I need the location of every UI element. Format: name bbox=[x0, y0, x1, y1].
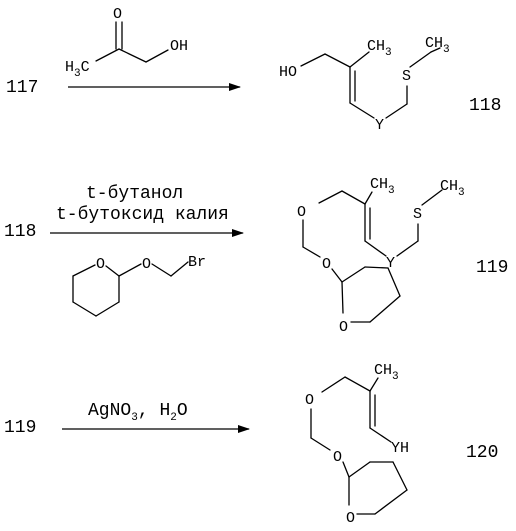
atom-hydroxyl: OH bbox=[170, 38, 188, 55]
compound-label-120: 120 bbox=[466, 443, 498, 463]
reagent-thp-bromomethyl-ether: O O Br bbox=[72, 254, 206, 317]
bond-ch2-br bbox=[170, 261, 189, 277]
bond-ch2-c bbox=[324, 53, 351, 68]
methyl-group-s-118: CH3 bbox=[425, 35, 450, 56]
atom-oxygen-lower-119: O bbox=[322, 256, 331, 273]
bond-ring-1-119 bbox=[341, 266, 366, 283]
bond-ch2 bbox=[118, 48, 147, 63]
bond-s-ch2 bbox=[409, 51, 432, 68]
bond-ring-2-119 bbox=[364, 266, 389, 269]
bond-ch-y bbox=[349, 102, 375, 119]
atom-sulfur: S bbox=[402, 68, 411, 85]
atom-yh: YH bbox=[391, 440, 409, 457]
bond-methyl bbox=[95, 48, 120, 62]
bond-y-ch2-119 bbox=[396, 240, 419, 257]
bond-ch2-o-acetal-120 bbox=[310, 437, 331, 451]
methyl-group: H3C bbox=[65, 59, 90, 80]
atom-sulfur-119: S bbox=[413, 206, 422, 223]
bond-ch2-ch3 bbox=[430, 47, 441, 53]
structure-118: HO CH3 Y S CH3 bbox=[279, 35, 450, 134]
bond-y-ch2 bbox=[385, 103, 408, 119]
bond-ring-3-120 bbox=[392, 461, 408, 491]
bond-ch2-oh bbox=[145, 49, 169, 63]
bond-ch2-o-acetal-119 bbox=[302, 246, 321, 258]
bond-ch2-c-120 bbox=[344, 376, 371, 392]
step-3: 119 AgNO3, H2O CH3 O O YH bbox=[4, 362, 498, 527]
atom-ring-oxygen: O bbox=[96, 256, 105, 273]
compound-label-119-start: 119 bbox=[4, 418, 36, 438]
bond-o-ch2-120 bbox=[321, 376, 346, 393]
atom-oxygen-upper-120: O bbox=[305, 392, 314, 409]
reagent-hydroxyacetone: O H3C OH bbox=[65, 6, 188, 80]
atom-y: Y bbox=[375, 117, 384, 134]
atom-oxygen-upper-119: O bbox=[297, 204, 306, 221]
bond-thp-3 bbox=[72, 301, 97, 317]
methyl-group-119: CH3 bbox=[370, 176, 395, 197]
bond-ch2-c-119 bbox=[341, 190, 366, 205]
compound-label-117: 117 bbox=[6, 78, 38, 98]
methyl-group-118: CH3 bbox=[367, 38, 392, 59]
atom-ring-oxygen-119: O bbox=[339, 319, 348, 336]
bond-ch-y-119 bbox=[364, 240, 387, 257]
bond-ch-yh-120 bbox=[369, 427, 392, 443]
bond-acetal-o-c-120 bbox=[342, 461, 350, 478]
step-2: 118 t-бутанол t-бутоксид калия O O Br CH… bbox=[4, 176, 508, 336]
compound-label-119: 119 bbox=[476, 258, 508, 278]
methyl-group-120: CH3 bbox=[374, 362, 399, 383]
bond-thp-4 bbox=[95, 301, 120, 317]
bond-ring-4-120 bbox=[374, 489, 408, 515]
atom-ether-oxygen: O bbox=[142, 256, 151, 273]
bond-ho-ch2 bbox=[300, 53, 326, 67]
bond-thp-6 bbox=[105, 265, 120, 277]
bond-ring-4-119 bbox=[369, 295, 401, 323]
atom-oxygen-lower-120: O bbox=[333, 449, 342, 466]
atom-bromine: Br bbox=[188, 254, 206, 271]
bond-c-methyl-119 bbox=[364, 191, 373, 205]
compound-label-118: 118 bbox=[469, 96, 501, 116]
atom-ring-oxygen-120: O bbox=[346, 510, 355, 527]
compound-label-118-start: 118 bbox=[4, 222, 36, 242]
atom-carbonyl-oxygen: O bbox=[113, 6, 122, 23]
reagent-potassium-t-butoxide: t-бутоксид калия bbox=[56, 204, 229, 225]
step-1: 117 O H3C OH HO CH3 Y bbox=[6, 6, 501, 134]
bond-s-ch3-119 bbox=[421, 189, 443, 206]
structure-120: CH3 O O YH O bbox=[305, 362, 409, 527]
bond-c-methyl bbox=[349, 51, 370, 68]
bond-ring-1-120 bbox=[348, 461, 371, 478]
bond-thp-1 bbox=[72, 264, 96, 277]
atom-hydroxyl-ho: HO bbox=[279, 64, 297, 81]
bond-thp-exo-o bbox=[118, 263, 142, 277]
bond-ring-6-119 bbox=[341, 281, 344, 314]
bond-c-methyl-120 bbox=[369, 377, 379, 392]
bond-o-ch2-119 bbox=[318, 190, 343, 204]
reagent-silver-nitrate-water: AgNO3, H2O bbox=[88, 401, 188, 424]
bond-o-ch2 bbox=[151, 263, 172, 277]
methyl-group-s-119: CH3 bbox=[440, 178, 465, 199]
bond-ring-3-119 bbox=[387, 267, 401, 297]
reagent-t-butanol: t-бутанол bbox=[86, 183, 183, 204]
structure-119: CH3 O O Y S CH3 O bbox=[297, 176, 465, 336]
atom-y-119: Y bbox=[386, 255, 395, 272]
bond-acetal-o-c bbox=[331, 268, 343, 283]
